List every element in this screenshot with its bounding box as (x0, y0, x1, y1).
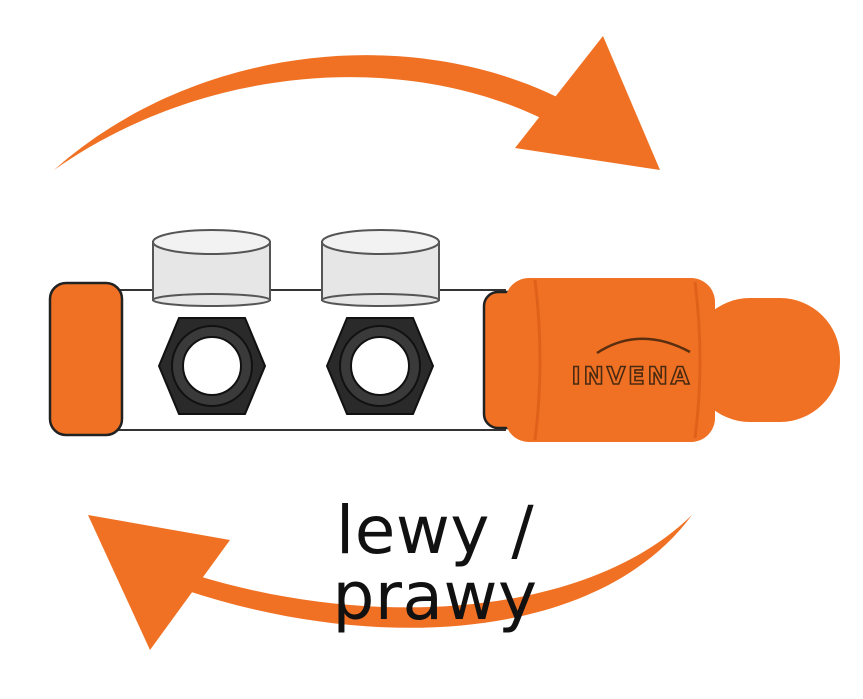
counterclockwise-arrow-icon (88, 515, 692, 650)
thermostatic-head-icon (482, 278, 840, 442)
hex-nut-icon (157, 317, 267, 415)
logo-swoosh-icon (596, 337, 691, 355)
caption-text: lewy / prawy (332, 492, 538, 635)
hex-nut-icon (325, 317, 435, 415)
brand-logo: INVENA (572, 362, 693, 390)
cap-icon (152, 229, 271, 307)
clockwise-arrow-icon (54, 36, 660, 170)
left-end-cap (48, 281, 124, 437)
cap-icon (321, 229, 440, 307)
